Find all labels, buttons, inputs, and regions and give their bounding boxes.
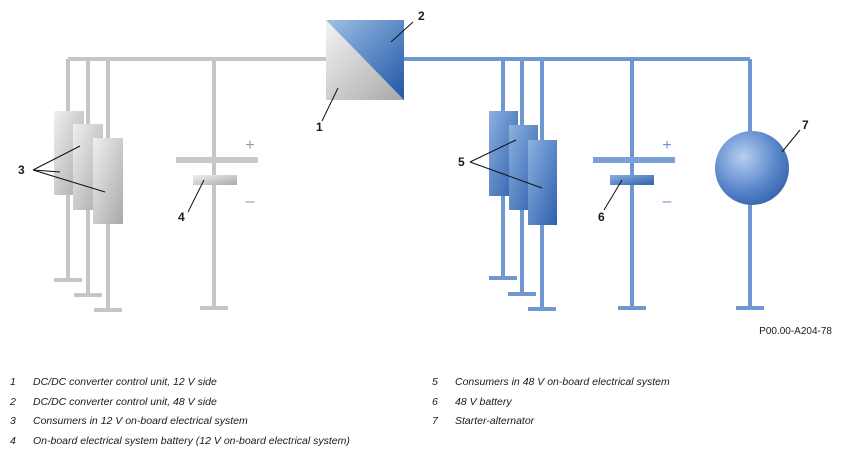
legend-number: 3 [10,415,16,427]
battery-48v-plate-positive [593,157,675,163]
figure-id: P00.00-A204-78 [759,326,832,337]
legend-text: Starter-alternator [455,415,535,427]
callout-1: 1 [316,120,323,134]
legend-text: DC/DC converter control unit, 12 V side [33,376,217,388]
battery-48v: + – [593,137,675,210]
battery-12v-plate-negative [193,175,237,185]
legend-item: 3 Consumers in 12 V on-board electrical … [10,415,350,435]
callout-7: 7 [802,118,809,132]
legend-number: 5 [432,376,438,388]
battery-48v-minus-sign: – [663,193,672,210]
legend-text: DC/DC converter control unit, 48 V side [33,395,217,408]
legend-left: 1 DC/DC converter control unit, 12 V sid… [10,376,350,454]
legend-right: 5 Consumers in 48 V on-board electrical … [432,376,670,435]
legend-item: 5 Consumers in 48 V on-board electrical … [432,376,670,396]
battery-12v: + – [176,137,258,210]
battery-48v-plate-negative [610,175,654,185]
callout-leaders [32,21,801,213]
legend-item: 2 DC/DC converter control unit, 48 V sid… [10,396,350,416]
consumers-12v [54,111,123,224]
legend-item: 4 On-board electrical system battery (12… [10,435,350,455]
battery-48v-plus-sign: + [662,137,671,154]
consumer-12v-block [93,138,123,224]
legend-number: 4 [10,434,16,447]
dc-dc-converter [326,20,404,100]
callout-5: 5 [458,155,465,169]
callout-4: 4 [178,210,185,224]
converter-48v-side [326,20,404,100]
callout-2: 2 [418,9,425,23]
legend-text: On-board electrical system battery (12 V… [33,434,350,447]
legend-text: 48 V battery [455,395,512,408]
callout-3: 3 [18,163,25,177]
legend-text: Consumers in 48 V on-board electrical sy… [455,376,670,388]
legend-item: 7 Starter-alternator [432,415,670,435]
consumers-48v [489,111,557,225]
legend-number: 1 [10,376,16,388]
legend-number: 2 [10,395,16,408]
legend-item: 6 48 V battery [432,396,670,416]
consumer-48v-block [528,140,557,225]
legend-text: Consumers in 12 V on-board electrical sy… [33,415,248,427]
wiring-diagram: + – + – 1 2 3 4 5 6 7 [18,9,809,312]
battery-12v-minus-sign: – [246,193,255,210]
callout-6: 6 [598,210,605,224]
legend-item: 1 DC/DC converter control unit, 12 V sid… [10,376,350,396]
legend-number: 6 [432,395,438,408]
legend-number: 7 [432,415,438,427]
starter-alternator [715,131,789,205]
battery-12v-plate-positive [176,157,258,163]
wiring-48v [404,57,764,311]
battery-12v-plus-sign: + [245,137,254,154]
